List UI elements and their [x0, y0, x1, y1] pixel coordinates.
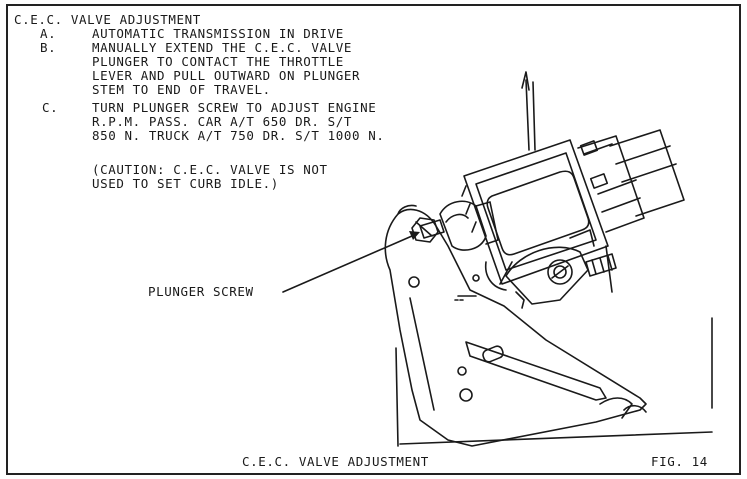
step-c-line-1: TURN PLUNGER SCREW TO ADJUST ENGINE: [92, 100, 377, 115]
valve-plunger: [419, 200, 499, 251]
throttle-cam: [484, 229, 595, 309]
figure-frame: [6, 4, 741, 475]
plunger-screw: [411, 217, 439, 243]
cec-valve-solenoid: [461, 129, 685, 285]
bracket-spring-screw: [585, 245, 617, 293]
figure-number: FIG. 14: [651, 454, 708, 469]
caution-line-2: USED TO SET CURB IDLE.): [92, 176, 279, 191]
step-b-line-2: PLUNGER TO CONTACT THE THROTTLE: [92, 54, 344, 69]
step-b-marker: B.: [40, 40, 57, 55]
document-title: C.E.C. VALVE ADJUSTMENT: [14, 12, 201, 27]
step-c-line-3: 850 N. TRUCK A/T 750 DR. S/T 1000 N.: [92, 128, 385, 143]
callout-leader-arrow: [282, 231, 420, 293]
caution-line-1: (CAUTION: C.E.C. VALVE IS NOT: [92, 162, 328, 177]
step-b-line-3: LEVER AND PULL OUTWARD ON PLUNGER: [92, 68, 361, 83]
step-b-line-1: MANUALLY EXTEND THE C.E.C. VALVE: [92, 40, 353, 55]
vacuum-hose: [521, 71, 536, 151]
step-a-marker: A.: [40, 26, 57, 41]
manifold-base: [395, 317, 713, 447]
plunger-screw-label: PLUNGER SCREW: [148, 284, 254, 299]
figure-caption: C.E.C. VALVE ADJUSTMENT: [242, 454, 429, 469]
throttle-lever-arm: [465, 341, 647, 413]
step-a-line-1: AUTOMATIC TRANSMISSION IN DRIVE: [92, 26, 344, 41]
idle-adjust-screw: [547, 259, 573, 285]
step-c-marker: C.: [42, 100, 59, 115]
step-b-line-4: STEM TO END OF TRAVEL.: [92, 82, 271, 97]
throttle-bracket: [384, 204, 647, 447]
step-c-line-2: R.P.M. PASS. CAR A/T 650 DR. S/T: [92, 114, 353, 129]
